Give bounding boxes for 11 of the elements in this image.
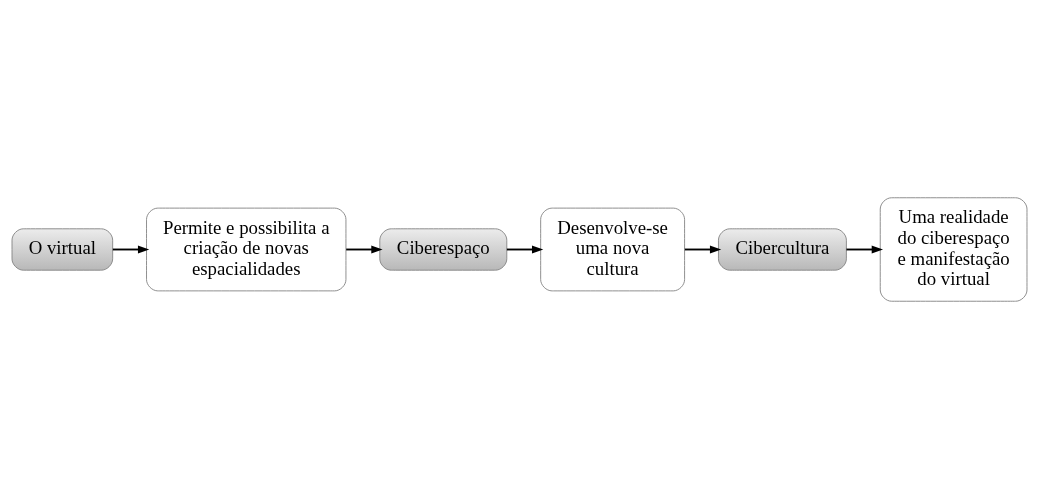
- arrow: [345, 245, 383, 253]
- node-box: Uma realidade do ciberespaço e manifestação do virtual: [879, 196, 1028, 302]
- arrow: [505, 245, 544, 253]
- node-box: Cibercultura: [718, 227, 847, 271]
- node-box: Desenvolve-se uma nova cultura: [540, 207, 686, 291]
- node-box: O virtual: [11, 227, 114, 271]
- node-box: Permite e possibilita a criação de novas espacialidades: [146, 207, 347, 291]
- node-box: Ciberespaço: [379, 227, 508, 271]
- arrow: [683, 245, 722, 253]
- arrow: [845, 245, 884, 253]
- arrow: [111, 245, 150, 253]
